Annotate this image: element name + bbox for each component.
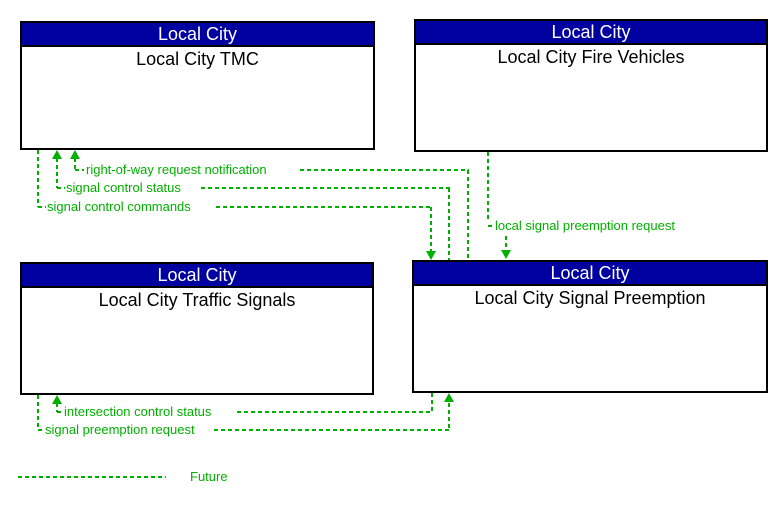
entity-name: Local City Traffic Signals — [98, 290, 296, 310]
flow-line-segment — [37, 150, 39, 207]
flow-line-segment — [57, 411, 64, 413]
flow-line-segment — [237, 411, 433, 413]
flow-label: local signal preemption request — [495, 218, 675, 234]
entity-box-local-city-fire-vehicles: Local City Local City Fire Vehicles — [414, 19, 768, 152]
entity-group-header: Local City — [416, 21, 766, 45]
flow-line-segment — [488, 225, 494, 227]
flow-line-segment — [431, 393, 433, 412]
legend-label: Future — [190, 469, 228, 485]
entity-name: Local City Signal Preemption — [474, 288, 706, 308]
flow-line-segment — [75, 169, 84, 171]
flow-line-segment — [487, 152, 489, 219]
arrowhead-down-icon — [426, 251, 436, 260]
flow-line-segment — [201, 187, 450, 189]
flow-line-segment — [430, 207, 432, 251]
legend-dashed-line — [18, 476, 166, 478]
flow-line-segment — [448, 403, 450, 430]
entity-group-header: Local City — [22, 264, 372, 288]
flow-label: signal control status — [66, 180, 181, 196]
flow-line-segment — [38, 429, 45, 431]
flow-line-segment — [448, 188, 450, 260]
entity-name: Local City Fire Vehicles — [497, 47, 685, 67]
entity-name: Local City TMC — [136, 49, 259, 69]
entity-group-header: Local City — [414, 262, 766, 286]
flow-line-segment — [300, 169, 469, 171]
arrowhead-up-icon — [444, 393, 454, 402]
arrowhead-up-icon — [52, 395, 62, 404]
flow-line-segment — [216, 206, 432, 208]
flow-label: right-of-way request notification — [86, 162, 267, 178]
flow-line-segment — [57, 187, 65, 189]
arrowhead-up-icon — [70, 150, 80, 159]
entity-group-header: Local City — [22, 23, 373, 47]
arrowhead-up-icon — [52, 150, 62, 159]
entity-box-local-city-traffic-signals: Local City Local City Traffic Signals — [20, 262, 374, 395]
flow-line-segment — [505, 236, 507, 251]
flow-line-segment — [467, 170, 469, 260]
flow-line-segment — [214, 429, 450, 431]
flow-line-segment — [74, 158, 76, 170]
flow-line-segment — [56, 158, 58, 188]
flow-label: intersection control status — [64, 404, 212, 420]
flow-label: signal control commands — [47, 199, 191, 215]
flow-line-segment — [38, 206, 46, 208]
flow-line-segment — [56, 403, 58, 412]
arrowhead-down-icon — [501, 250, 511, 259]
flow-line-segment — [37, 395, 39, 430]
flow-label: signal preemption request — [45, 422, 195, 438]
entity-box-local-city-signal-preemption: Local City Local City Signal Preemption — [412, 260, 768, 393]
entity-box-local-city-tmc: Local City Local City TMC — [20, 21, 375, 150]
